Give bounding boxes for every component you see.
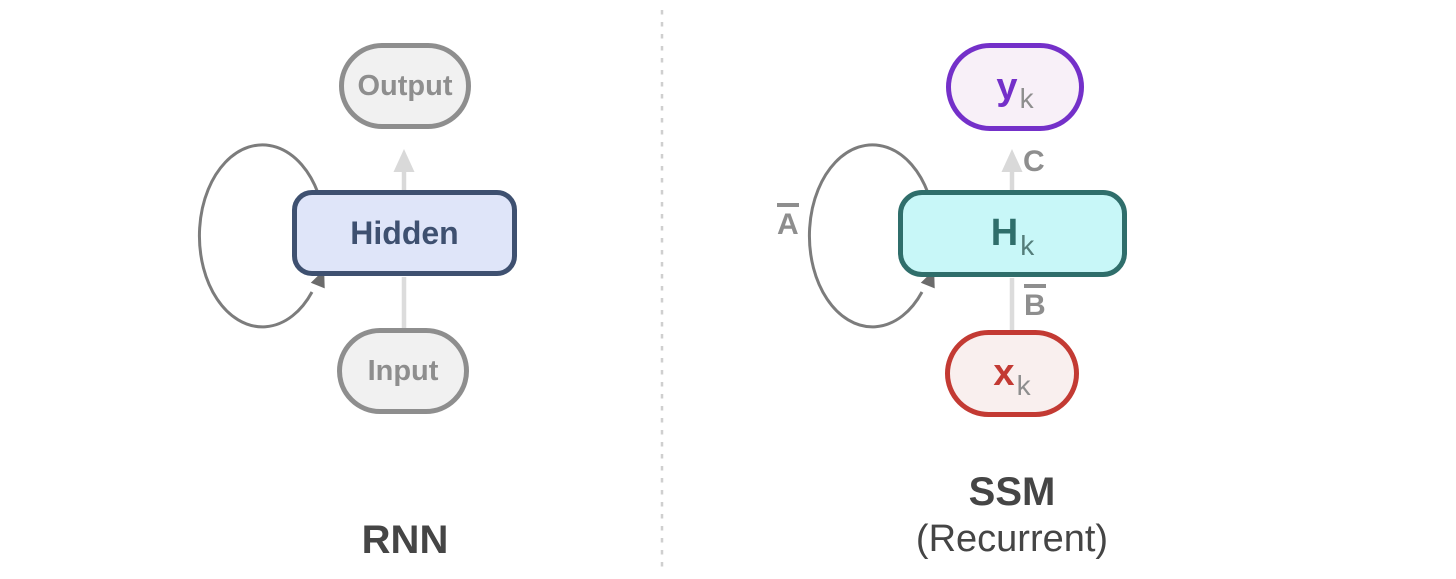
ssm-input-subscript: k [1016, 369, 1031, 401]
rnn-input-node: Input [337, 328, 469, 414]
ssm-hidden-subscript: k [1020, 229, 1035, 261]
rnn-hidden-label: Hidden [350, 214, 459, 251]
b-bar-matrix-label: B [1024, 284, 1046, 321]
rnn-up-arrowhead-icon [393, 149, 415, 172]
rnn-input-label: Input [367, 354, 439, 387]
rnn-title: RNN [361, 518, 449, 562]
rnn-output-label: Output [357, 69, 453, 102]
ssm-hidden-label: H [990, 212, 1019, 254]
ssm-output-label: y [996, 65, 1018, 108]
ssm-output-subscript: k [1019, 83, 1034, 114]
ssm-up-arrowhead-icon [1001, 149, 1023, 172]
ssm-self-loop [807, 143, 930, 329]
rnn-self-loop [197, 143, 320, 329]
ssm-title: SSM [968, 470, 1056, 514]
a-bar-matrix-label: A [777, 203, 799, 240]
ssm-subtitle: (Recurrent) [915, 518, 1109, 560]
rnn-output-node: Output [339, 43, 471, 129]
ssm-input-label: x [993, 352, 1015, 394]
c-matrix-label: C [1023, 145, 1045, 178]
rnn-hidden-node: Hidden [292, 190, 517, 276]
